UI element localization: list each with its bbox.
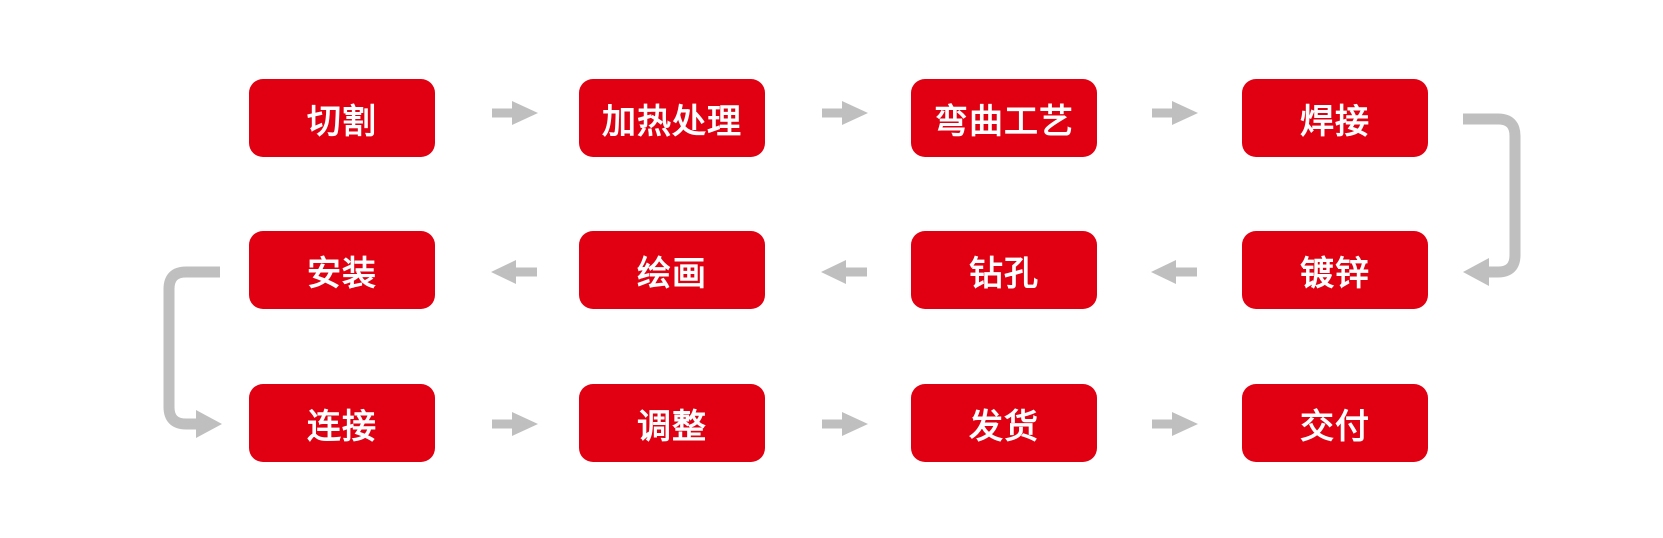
arrow-right-icon (1152, 101, 1198, 125)
step-bending: 弯曲工艺 (911, 79, 1097, 157)
arrow-right-icon (822, 101, 868, 125)
step-connection: 连接 (249, 384, 435, 462)
arrow-right-icon (492, 412, 538, 436)
step-welding: 焊接 (1242, 79, 1428, 157)
step-shipping: 发货 (911, 384, 1097, 462)
connector-right-icon (1463, 113, 1521, 286)
arrow-right-icon (1152, 412, 1198, 436)
step-delivery: 交付 (1242, 384, 1428, 462)
arrow-left-icon (821, 260, 867, 284)
arrow-left-icon (1151, 260, 1197, 284)
arrow-left-icon (491, 260, 537, 284)
step-adjustment: 调整 (579, 384, 765, 462)
step-heat-treatment: 加热处理 (579, 79, 765, 157)
arrow-right-icon (822, 412, 868, 436)
connector-left-icon (163, 266, 222, 438)
step-drilling: 钻孔 (911, 231, 1097, 309)
step-cutting: 切割 (249, 79, 435, 157)
step-painting: 绘画 (579, 231, 765, 309)
step-installation: 安装 (249, 231, 435, 309)
arrow-right-icon (492, 101, 538, 125)
step-galvanizing: 镀锌 (1242, 231, 1428, 309)
